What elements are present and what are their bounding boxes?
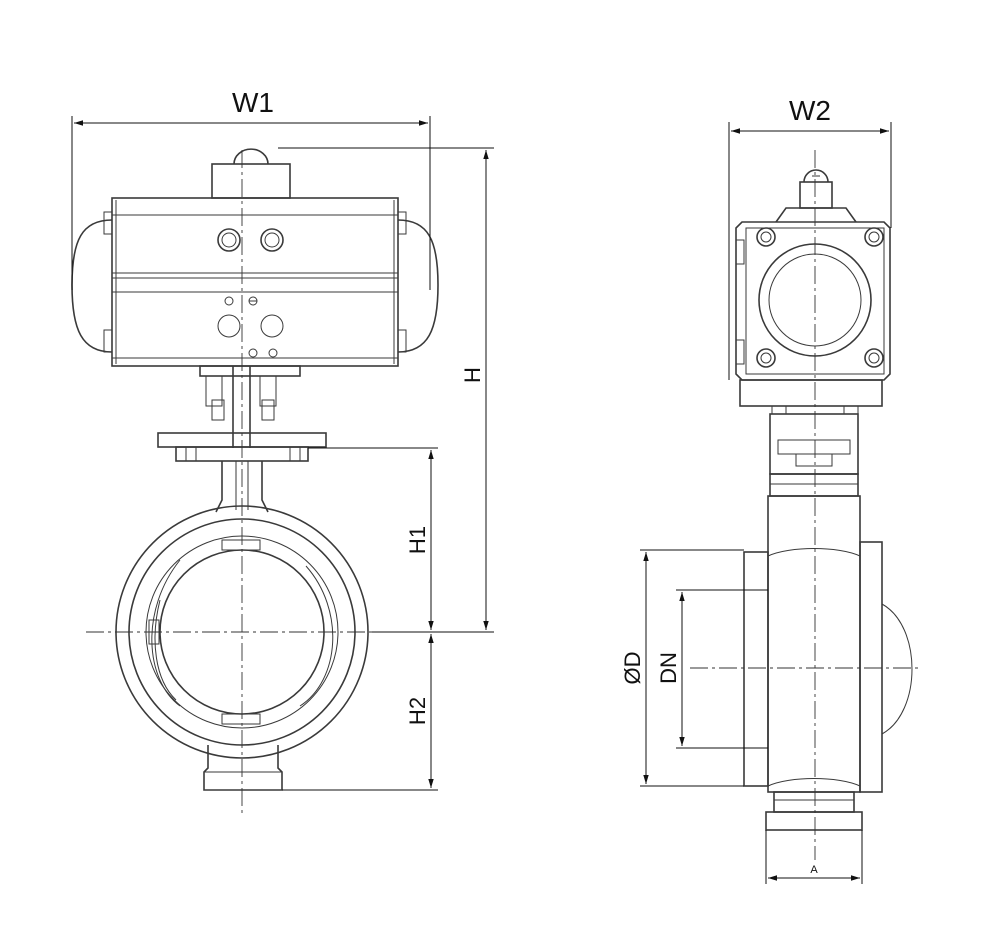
actuator-right-cap	[397, 219, 439, 353]
side-valve-body	[767, 495, 861, 793]
front-view	[71, 148, 439, 815]
air-port-left	[217, 228, 241, 252]
h-label: H	[460, 367, 485, 383]
side-disc	[881, 603, 913, 735]
h1-label: H1	[405, 526, 430, 554]
front-dimensions: W1 H H1 H2	[71, 87, 494, 791]
air-port-right	[260, 228, 284, 252]
valve-disc	[151, 559, 181, 707]
side-dimensions: W2 ØD DN A	[620, 95, 892, 884]
side-actuator-housing	[735, 221, 891, 381]
position-indicator-dome	[233, 148, 269, 165]
a-label: A	[810, 864, 818, 876]
dn-label: DN	[656, 652, 681, 684]
side-flange	[859, 541, 883, 793]
actuator-left-cap	[71, 219, 113, 353]
actuator-body	[111, 197, 399, 367]
od-label: ØD	[620, 652, 645, 685]
position-indicator-base	[211, 163, 291, 199]
h2-label: H2	[405, 697, 430, 725]
side-view	[690, 150, 920, 860]
w2-label: W2	[789, 95, 831, 126]
w1-label: W1	[232, 87, 274, 118]
